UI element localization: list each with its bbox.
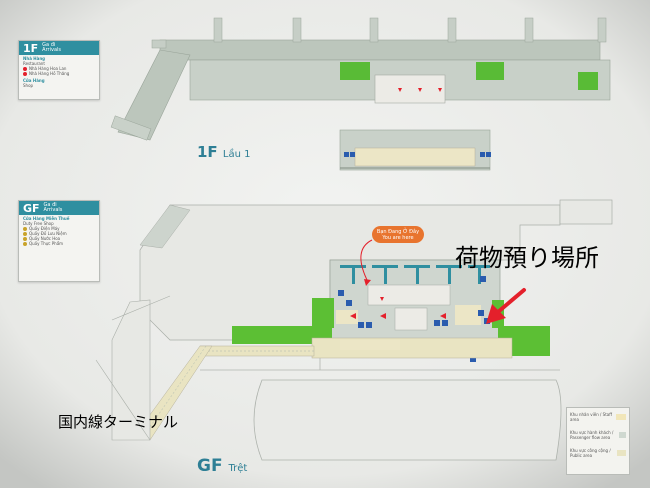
legend-1f-section: Nhà Hàng Restaurant Nhà Hàng Hoa Lan Nhà… bbox=[19, 55, 99, 77]
legend-1f-section-subtitle: Restaurant bbox=[23, 61, 45, 66]
legend-1f-section-title: Nhà Hàng bbox=[23, 56, 46, 61]
you-are-here-badge: Bạn Đang Ở Đây You are here bbox=[372, 226, 424, 243]
legend-1f-section-subtitle: Shop bbox=[23, 83, 34, 88]
area-key-label: Khu vực công cộng / Public area bbox=[570, 448, 611, 458]
you-are-here-line2: You are here bbox=[382, 234, 414, 241]
floor-1f-code: 1F bbox=[197, 143, 218, 161]
legend-1f-header: 1F Ga đi Arrivals bbox=[19, 41, 99, 55]
legend-gf-item-label: Quầy Điện Máy bbox=[29, 226, 60, 231]
legend-gf-code: GF bbox=[23, 201, 40, 215]
domestic-terminal-label: 国内線ターミナル bbox=[58, 413, 179, 431]
baggage-storage-label: 荷物預り場所 bbox=[455, 244, 599, 272]
first-floor-plan bbox=[110, 17, 611, 171]
legend-1f: 1F Ga đi Arrivals Nhà Hàng Restaurant Nh… bbox=[18, 40, 100, 100]
legend-gf-subtitle-line: Arrivals bbox=[43, 207, 63, 213]
area-key-row: Khu vực công cộng / Public area bbox=[567, 444, 629, 462]
legend-gf-item: Quầy Điện Máy bbox=[23, 226, 95, 231]
legend-gf-header: GF Ga đi Arrivals bbox=[19, 201, 99, 215]
legend-gf-subtitle-line: Ga đi bbox=[43, 202, 57, 208]
legend-gf-item: Quầy Thực Phẩm bbox=[23, 241, 95, 246]
legend-1f-item: Nhà Hàng Hoa Lan bbox=[23, 66, 95, 71]
you-are-here-line1: Bạn Đang Ở Đây bbox=[376, 228, 420, 235]
legend-1f-subtitle: Ga đi Arrivals bbox=[42, 43, 61, 53]
legend-gf-section: Cửa Hàng Miễn Thuế Duty Free Shop Quầy Đ… bbox=[19, 215, 99, 247]
legend-1f-subtitle-line: Ga đi bbox=[42, 42, 56, 48]
legend-1f-item: Nhà Hàng Hồ Thăng bbox=[23, 71, 95, 76]
legend-1f-section-title: Cửa Hàng bbox=[23, 78, 45, 83]
baggage-arrow bbox=[486, 288, 526, 324]
floor-label-1f: 1F Lầu 1 bbox=[197, 143, 251, 161]
legend-gf: GF Ga đi Arrivals Cửa Hàng Miễn Thuế Dut… bbox=[18, 200, 100, 282]
legend-gf-item: Quầy Đồ Lưu Niệm bbox=[23, 231, 95, 236]
area-key-swatch bbox=[619, 432, 626, 438]
floor-1f-name: Lầu 1 bbox=[222, 149, 251, 160]
floor-gf-name: Trệt bbox=[228, 463, 248, 474]
area-key-swatch bbox=[615, 414, 626, 420]
legend-gf-section-subtitle: Duty Free Shop bbox=[23, 221, 54, 226]
area-key-swatch bbox=[617, 450, 626, 456]
floor-gf-code: GF bbox=[197, 456, 223, 476]
ground-floor-plan bbox=[95, 199, 613, 461]
legend-1f-code: 1F bbox=[23, 41, 39, 55]
legend-gf-item-label: Quầy Đồ Lưu Niệm bbox=[29, 231, 67, 236]
floor-label-gf: GF Trệt bbox=[197, 456, 247, 476]
legend-gf-item: Quầy Nước Hoa bbox=[23, 236, 95, 241]
area-key-label: Khu nhân viên / Staff area bbox=[570, 412, 612, 422]
area-key-row: Khu vực hành khách / Passenger flow area bbox=[567, 426, 629, 444]
legend-gf-item-label: Quầy Thực Phẩm bbox=[29, 241, 64, 246]
area-key: Khu nhân viên / Staff area Khu vực hành … bbox=[566, 407, 630, 475]
legend-1f-item-label: Nhà Hàng Hoa Lan bbox=[29, 66, 67, 71]
legend-gf-subtitle: Ga đi Arrivals bbox=[44, 203, 63, 213]
legend-gf-section-title: Cửa Hàng Miễn Thuế bbox=[23, 216, 70, 221]
area-key-label: Khu vực hành khách / Passenger flow area bbox=[570, 430, 614, 440]
legend-1f-item-label: Nhà Hàng Hồ Thăng bbox=[29, 71, 70, 76]
you-here-pointer bbox=[360, 239, 373, 283]
legend-gf-item-label: Quầy Nước Hoa bbox=[29, 236, 61, 241]
legend-1f-section: Cửa Hàng Shop bbox=[19, 77, 99, 89]
legend-1f-subtitle-line: Arrivals bbox=[42, 47, 62, 53]
area-key-row: Khu nhân viên / Staff area bbox=[567, 408, 629, 426]
